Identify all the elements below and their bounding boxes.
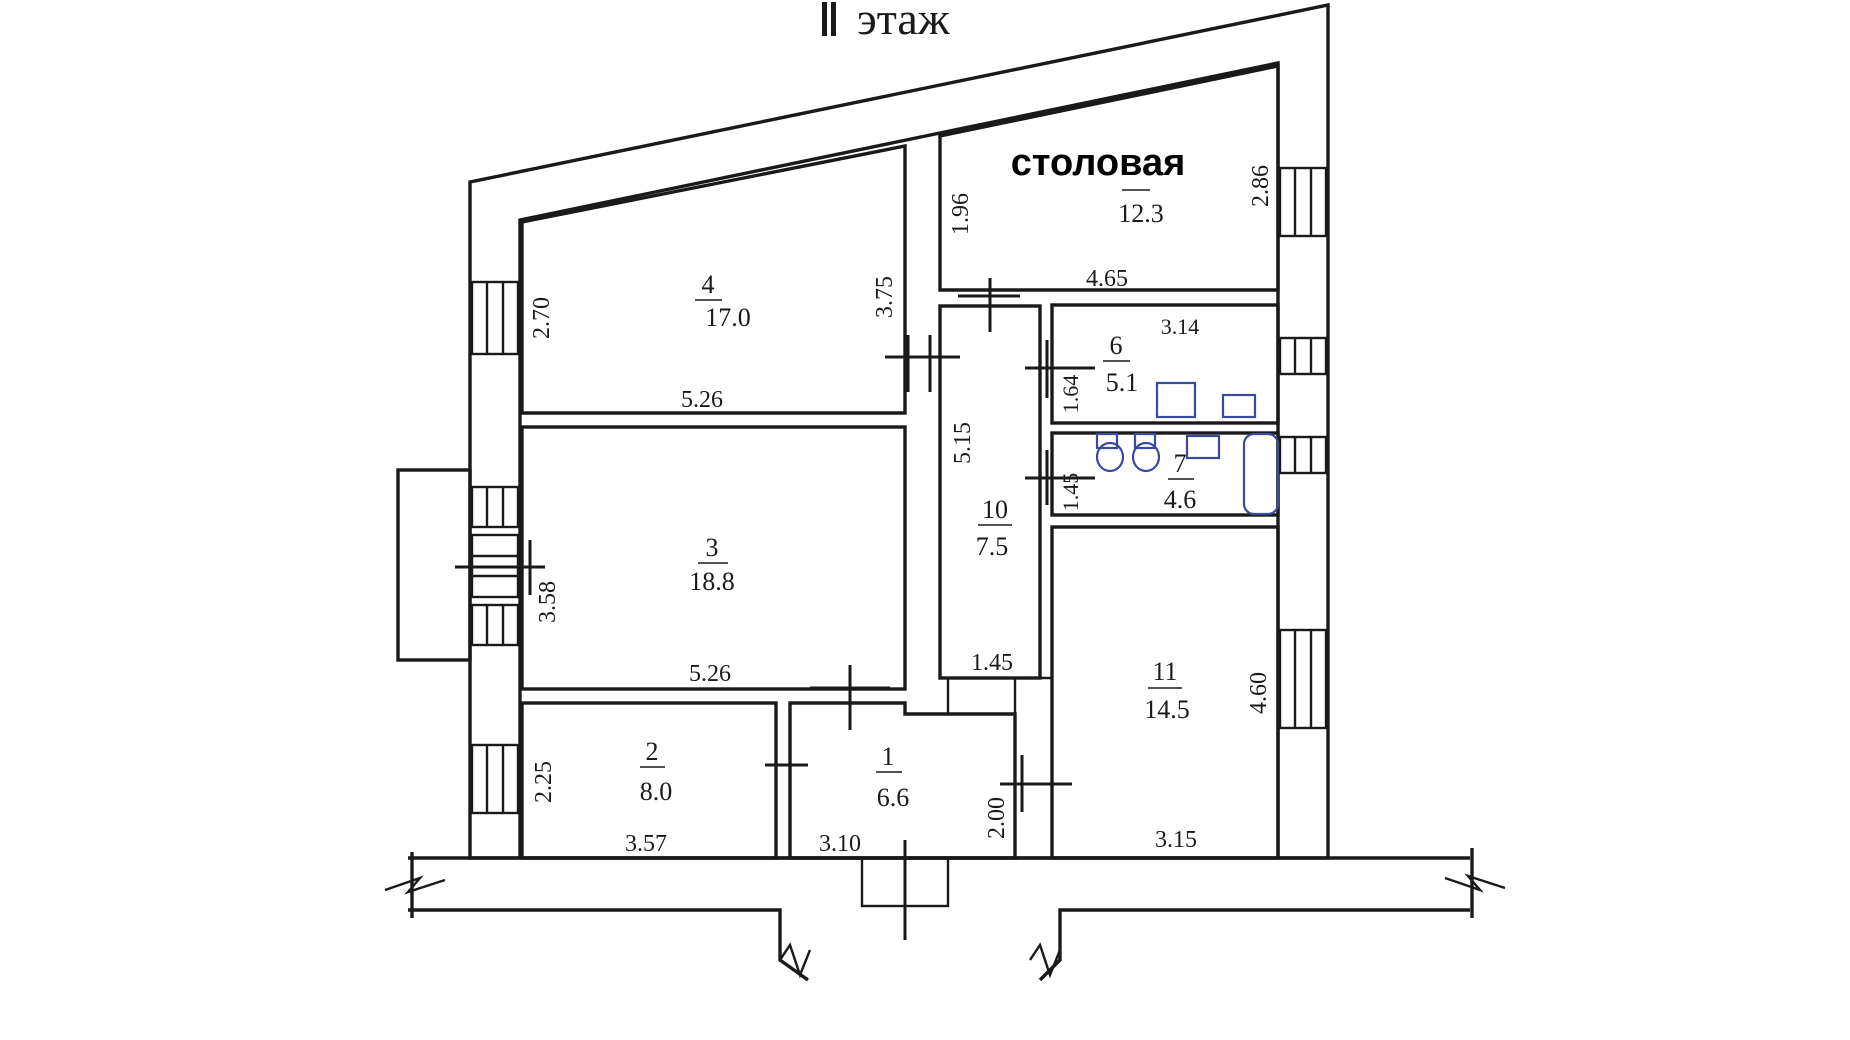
balcony xyxy=(396,468,545,662)
room-3-area: 18.8 xyxy=(689,567,735,596)
balcony-outline xyxy=(396,468,472,662)
dim-r4-right: 3.75 xyxy=(872,276,898,318)
floor-title: этаж xyxy=(857,0,950,44)
window-room-3-upper xyxy=(470,485,520,529)
room-11-area: 14.5 xyxy=(1144,695,1190,724)
sink-icon xyxy=(1185,434,1221,460)
window-room-7 xyxy=(1278,435,1328,475)
dim-r1-width: 3.10 xyxy=(819,831,861,857)
break-mark-left xyxy=(384,875,446,895)
dim-r10-height: 5.15 xyxy=(950,422,976,464)
room-1-area: 6.6 xyxy=(877,783,910,812)
room-7-number: 7 xyxy=(1174,449,1187,478)
room-11-number: 11 xyxy=(1152,657,1177,686)
dim-r6-left: 1.64 xyxy=(1058,375,1083,414)
floor-title-group: этаж xyxy=(822,0,950,44)
toilet-icon xyxy=(1131,432,1161,473)
room-7-area: 4.6 xyxy=(1164,485,1197,514)
dim-r4-left: 2.70 xyxy=(529,297,555,339)
washing-machine-icon xyxy=(1155,381,1197,419)
dim-r7-left: 1.45 xyxy=(1058,473,1083,512)
room-3-number: 3 xyxy=(706,533,719,562)
windows xyxy=(470,166,1328,815)
room-4-area: 17.0 xyxy=(705,303,751,332)
dim-r11-right: 4.60 xyxy=(1246,672,1272,714)
floor-roman-numeral-mark xyxy=(822,2,827,36)
window-dining xyxy=(1278,166,1328,238)
break-mark-right xyxy=(1444,873,1506,893)
dim-r6-width: 3.14 xyxy=(1161,314,1200,339)
base-line-right xyxy=(1038,908,1470,982)
room-6-outline xyxy=(1050,303,1280,425)
dim-r2-width: 3.57 xyxy=(625,831,667,857)
floor-roman-numeral-mark xyxy=(831,2,836,36)
room-6-area: 5.1 xyxy=(1106,368,1139,397)
room-2-number: 2 xyxy=(646,737,659,766)
room-2-area: 8.0 xyxy=(640,777,673,806)
dim-r2-left: 2.25 xyxy=(531,761,557,803)
room-labels: 4 17.0 столовая 12.3 3 18.8 2 8.0 1 6.6 … xyxy=(640,142,1197,812)
toilet-icon xyxy=(1095,432,1125,473)
dim-r4-width: 5.26 xyxy=(681,387,723,413)
dim-dining-width: 4.65 xyxy=(1086,266,1128,292)
room-outlines xyxy=(520,63,1280,860)
room-1-number: 1 xyxy=(882,742,895,771)
bathroom-fixtures xyxy=(1095,381,1280,516)
dim-r11-width: 3.15 xyxy=(1155,827,1197,853)
base-line-left xyxy=(408,908,809,982)
dim-r10-width: 1.45 xyxy=(971,650,1013,676)
room-4-outline xyxy=(520,143,907,415)
room-6-number: 6 xyxy=(1110,331,1123,360)
dim-r3-width: 5.26 xyxy=(689,661,731,687)
window-room-2 xyxy=(470,743,520,815)
window-room-3-lower xyxy=(470,603,520,647)
room-3-outline xyxy=(520,425,907,691)
dim-dining-left: 1.96 xyxy=(948,193,974,235)
room-10-number: 10 xyxy=(982,495,1008,524)
dim-r3-left: 3.58 xyxy=(535,581,561,623)
corridor-connector xyxy=(946,676,1052,714)
room-10-area: 7.5 xyxy=(976,532,1009,561)
dimension-labels: 5.26 2.70 3.75 5.26 3.58 3.57 2.25 3.10 … xyxy=(529,165,1274,857)
dining-room-outline xyxy=(938,63,1280,292)
room-10-outline xyxy=(938,304,1042,680)
bathtub-icon xyxy=(1242,432,1280,516)
dim-dining-right: 2.86 xyxy=(1248,165,1274,207)
window-room-4 xyxy=(470,280,520,356)
building-base xyxy=(384,848,1506,982)
doors xyxy=(765,278,1095,940)
window-balcony-door xyxy=(470,533,520,599)
sink-icon xyxy=(1221,393,1257,419)
dim-r1-right: 2.00 xyxy=(984,797,1010,839)
dining-room-area: 12.3 xyxy=(1118,199,1164,228)
window-room-6 xyxy=(1278,336,1328,376)
room-4-number: 4 xyxy=(702,270,715,299)
break-mark-bottom-left xyxy=(779,942,812,979)
room-11-outline xyxy=(1050,525,1280,860)
window-room-11 xyxy=(1278,628,1328,730)
break-mark-bottom-right xyxy=(1029,942,1062,979)
dining-room-tag: столовая xyxy=(1011,142,1186,184)
